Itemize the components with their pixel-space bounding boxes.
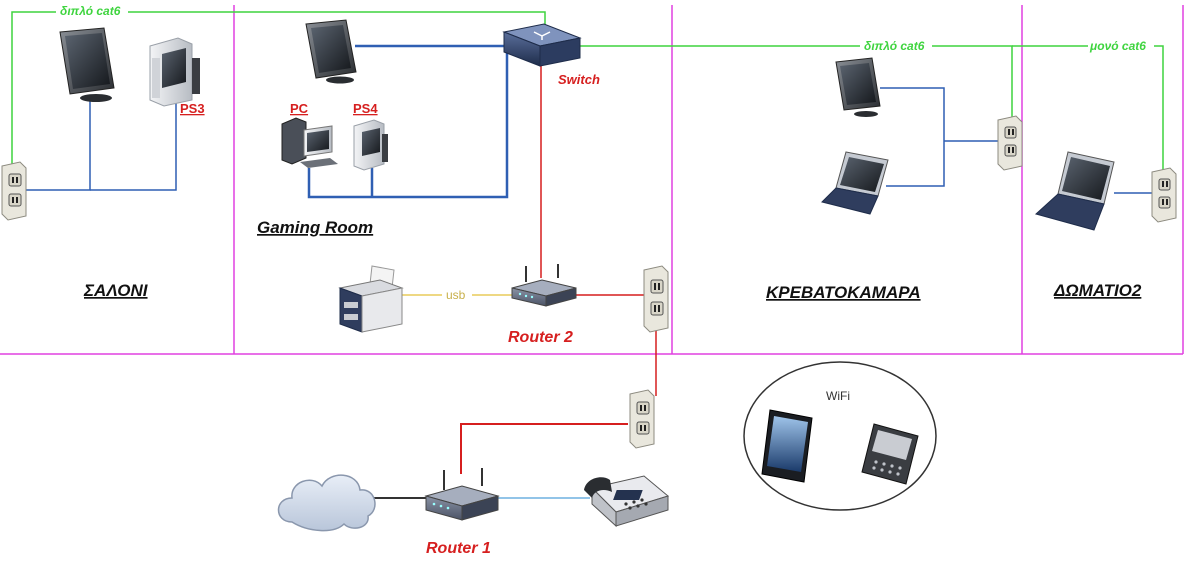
ps3-console-icon	[149, 37, 200, 107]
cable-wall-router1	[460, 423, 628, 474]
wifi-label: WiFi	[826, 389, 850, 403]
laptop-icon	[821, 151, 889, 215]
monitor-icon	[835, 57, 881, 117]
device-label-pc: PC	[290, 101, 309, 116]
room-label-room2: ΔΩΜΑΤΙΟ2	[1053, 281, 1142, 300]
desktop-pc-icon	[281, 117, 338, 168]
device-label-router2: Router 2	[508, 329, 573, 346]
wall-outlet-saloni	[1, 161, 27, 221]
blue-cables	[26, 44, 1152, 199]
wall-outlet-gaming	[643, 265, 669, 333]
router-icon	[511, 264, 577, 307]
label-bg	[1088, 38, 1154, 52]
room-label-gaming: Gaming Room	[257, 218, 373, 237]
monitor-icon	[59, 27, 115, 102]
room-label-bedroom: ΚΡΕΒΑΤΟΚΑΜΑΡΑ	[766, 283, 921, 302]
cable-label-double-cat6-left: διπλό cat6	[60, 4, 121, 18]
smartphone-icon	[761, 409, 813, 483]
laptop-icon	[1034, 151, 1115, 231]
device-label-switch: Switch	[558, 72, 600, 87]
wall-outlet-bedroom	[997, 115, 1023, 171]
wall-outlet-room2	[1151, 167, 1177, 223]
cable-ps3	[90, 100, 177, 191]
wall-outlet-lower	[629, 389, 655, 449]
mobile-phone-icon	[861, 423, 919, 485]
cable-bedroom-devices	[880, 87, 945, 187]
device-label-ps3: PS3	[180, 101, 205, 116]
device-label-ps4: PS4	[353, 101, 378, 116]
monitor-icon	[305, 19, 357, 84]
label-bg	[56, 4, 128, 18]
cloud-icon	[277, 474, 376, 532]
room-label-saloni: ΣΑΛΟΝΙ	[83, 281, 149, 300]
cable-double-cat6-bedroom	[578, 45, 1013, 126]
printer-icon	[338, 265, 404, 333]
cable-tv-saloni	[26, 100, 91, 191]
cable-label-single-cat6: μονό cat6	[1089, 39, 1146, 53]
ps4-console-icon	[353, 119, 388, 171]
cable-single-cat6-room2	[1012, 45, 1164, 178]
router-icon	[424, 468, 500, 521]
switch-icon	[502, 23, 582, 67]
cable-label-double-cat6-right: διπλό cat6	[864, 39, 925, 53]
label-bg	[860, 38, 932, 52]
cable-pc-switch	[307, 46, 509, 199]
device-label-router1: Router 1	[426, 540, 491, 557]
cable-label-usb: usb	[446, 288, 466, 302]
label-bg	[442, 288, 472, 302]
room-dividers	[0, 5, 1184, 355]
desk-phone-icon	[584, 475, 670, 528]
